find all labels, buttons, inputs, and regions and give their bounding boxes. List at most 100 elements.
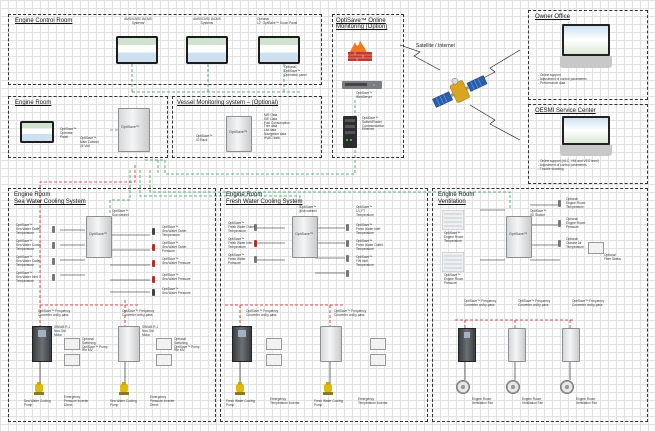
switch-box bbox=[156, 354, 172, 366]
main-cabinet: OptiSave™ bbox=[118, 108, 150, 152]
filter-status-box bbox=[588, 242, 604, 254]
vfd-note: OptiSave™ Frequency Converter on/by-pass bbox=[464, 299, 497, 307]
sea-water-sub-cabinet: OptiSave™ bbox=[86, 216, 112, 258]
ventilation-title-2: Ventilation bbox=[438, 199, 466, 205]
ventilation-cabinet-label: OptiSave™ bbox=[509, 232, 528, 237]
screen-label: Optional 12" OptiSave™ Touch Panel bbox=[257, 17, 298, 25]
temperature-sensor-icon bbox=[52, 274, 55, 281]
temperature-sensor-icon bbox=[52, 226, 55, 233]
switch-box bbox=[64, 338, 80, 350]
satellite-icon bbox=[432, 75, 488, 108]
temperature-sensor-icon bbox=[254, 224, 257, 231]
sea-water-box: Engine Room Sea Water Cooling System bbox=[8, 188, 216, 422]
fan-note: Engine Room Ventilation Fan bbox=[522, 397, 544, 405]
owner-bullet: - Performance data bbox=[538, 80, 566, 85]
temperature-sensor-icon bbox=[346, 240, 349, 247]
ventilation-io-station: OptiSave™ bbox=[506, 216, 532, 258]
vessel-data-item: - Navigation data bbox=[262, 131, 287, 136]
fresh-water-cabinet-note: OptiSave™ Sub cabinet bbox=[300, 205, 317, 213]
sensor-note: OptiSave™ Fresh Water Outlet Temperature bbox=[228, 221, 255, 233]
temperature-sensor-icon bbox=[254, 240, 257, 247]
vessel-data-item: - Fuel Consumption bbox=[262, 120, 290, 125]
sensor-note: OptiSave™ Sea Water Outlet Temperature bbox=[16, 223, 41, 235]
firewall-icon bbox=[348, 40, 372, 61]
sensor-note: OptiSave™ Engine Room Pressure bbox=[444, 273, 464, 285]
pump-note: Sea Water Cooling Pump bbox=[110, 399, 137, 407]
owner-office-box: Owner Office bbox=[528, 10, 648, 100]
vessel-data-item: - HVAC data bbox=[262, 135, 280, 140]
frequency-converter bbox=[232, 326, 252, 362]
owner-laptop bbox=[559, 24, 613, 68]
vfd-note: OptiSave™ Frequency Converter on/by-pass bbox=[572, 299, 605, 307]
pump-note: Fresh Water Cooling Pump bbox=[226, 399, 256, 407]
switch-icon bbox=[343, 116, 357, 148]
sensor-note: OptiSave™ Engine Room Temperature bbox=[444, 231, 464, 243]
ventilation-box: Engine Room Ventilation bbox=[432, 188, 648, 422]
vessel-data-item: - List data bbox=[262, 128, 276, 133]
pressure-sensor-icon bbox=[152, 276, 155, 283]
sensor-note: Optional Outside Air Temperature bbox=[566, 237, 584, 249]
temperature-sensor-icon bbox=[558, 240, 561, 247]
switch-box bbox=[370, 354, 386, 366]
service-bullet: - Online support (HLC, VMI and VEO level… bbox=[538, 159, 599, 163]
box-note: Optional Switching OptiSave™ Pump Rtn MV bbox=[82, 337, 108, 353]
fresh-water-sub-cabinet: OptiSave™ bbox=[292, 216, 318, 258]
temp-note: Emergency Temperature Inverter bbox=[270, 397, 300, 405]
ventilation-title-1: Engine Room bbox=[438, 192, 475, 198]
box-note: SW/AB R-1 Non-Std Motor bbox=[142, 325, 159, 337]
screen-label: AMS/ICMS/ IACMS Systems bbox=[193, 17, 221, 25]
fan-note: Engine Room Ventilation Fan bbox=[576, 397, 598, 405]
ventilation-cabinet-note: OptiSave™ I/O Station bbox=[530, 209, 547, 217]
sensor-note: Optional Engine Room Temperature bbox=[566, 197, 586, 209]
pressure-sensor-icon bbox=[152, 289, 155, 296]
owner-bullet: - Online support bbox=[538, 73, 561, 77]
fan-icon bbox=[506, 380, 520, 394]
vfd-note: OptiSave™ Frequency Converter on/by-pass bbox=[518, 299, 551, 307]
sensor-note: OptiSave™ Fresh Water Outlet Temperature bbox=[356, 239, 383, 251]
vessel-data-item: - G/E Data bbox=[262, 116, 278, 121]
main-cabinet-note: OptiSave™ Main Cabinet 24 Volt bbox=[80, 136, 99, 148]
sensor-note: OptiSave™ Fresh Water Inlet Temperature bbox=[228, 237, 253, 249]
operator-panel-note: OptiSave™ Operator Panel bbox=[60, 127, 77, 139]
switch-box bbox=[266, 338, 282, 350]
fan-icon bbox=[560, 380, 574, 394]
pump-icon bbox=[118, 382, 130, 395]
sea-water-cabinet-note: OptiSave™ Sub cabinet bbox=[112, 209, 129, 217]
engine-room-title: Engine Room bbox=[15, 100, 52, 106]
owner-office-bullets: - Online support - Adjustment of control… bbox=[538, 73, 587, 85]
sensor-note: OptiSave™ L/L FT Temperature bbox=[356, 205, 374, 217]
pump-note: Fresh Water Cooling Pump bbox=[314, 399, 344, 407]
pump-icon bbox=[322, 382, 334, 395]
frequency-converter-cabinet bbox=[118, 326, 140, 362]
service-bullet: - Adjustment of control parameters bbox=[538, 162, 587, 167]
temperature-sensor-icon bbox=[346, 255, 349, 262]
pressure-sensor-icon bbox=[152, 228, 155, 235]
sensor-note: OptiSave™ Sea Water Pressure bbox=[162, 273, 191, 281]
box-note: Optional Switching OptiSave™ Pump Rtn MV bbox=[174, 337, 200, 353]
oem-service-bullets: - Online support (HLC, VMI and VEO level… bbox=[538, 159, 599, 171]
pump-icon bbox=[234, 382, 246, 395]
online-monitoring-title: OptiSave™ Online Monitoring (Option) bbox=[336, 18, 388, 30]
fresh-water-box: Engine Room Fresh Water Cooling System bbox=[220, 188, 428, 422]
frequency-converter-cabinet bbox=[320, 326, 342, 362]
sea-water-title-2: Sea Water Cooling System bbox=[14, 199, 86, 205]
service-bullet: - Trouble shooting bbox=[538, 166, 564, 171]
ventilation-unit-icon bbox=[442, 252, 464, 272]
ams-monitor-2 bbox=[186, 36, 228, 64]
sensor-note: OptiSave™ Fresh Water Inlet Temperature bbox=[356, 223, 381, 235]
vfd-note: OptiSave™ Frequency Converter on/by-pass bbox=[334, 309, 367, 317]
sensor-note: OptiSave™ Sea Water Pressure bbox=[162, 287, 191, 295]
vfd-note: OptiSave™ Frequency Converter on/by-pass bbox=[246, 309, 279, 317]
service-laptop bbox=[559, 116, 613, 156]
fresh-water-title-1: Engine Room bbox=[226, 192, 263, 198]
temperature-sensor-icon bbox=[346, 270, 349, 277]
online-monitoring-box: OptiSave™ Online Monitoring (Option) bbox=[332, 14, 404, 158]
oem-service-box: OESMI Service Center bbox=[528, 104, 648, 184]
sensor-note: OptiSave™ Sea Water Pressure bbox=[162, 257, 191, 265]
sensor-note: OptiSave™ Sea Water Outlet Temperature bbox=[162, 225, 187, 237]
vessel-data-item: - M/E Data bbox=[262, 113, 278, 117]
sensor-note: OptiSave™ Fresh Water Pressure bbox=[228, 253, 246, 265]
fresh-water-title-2: Fresh Water Cooling System bbox=[226, 199, 303, 205]
temperature-sensor-icon bbox=[558, 200, 561, 207]
frequency-converter bbox=[32, 326, 52, 362]
